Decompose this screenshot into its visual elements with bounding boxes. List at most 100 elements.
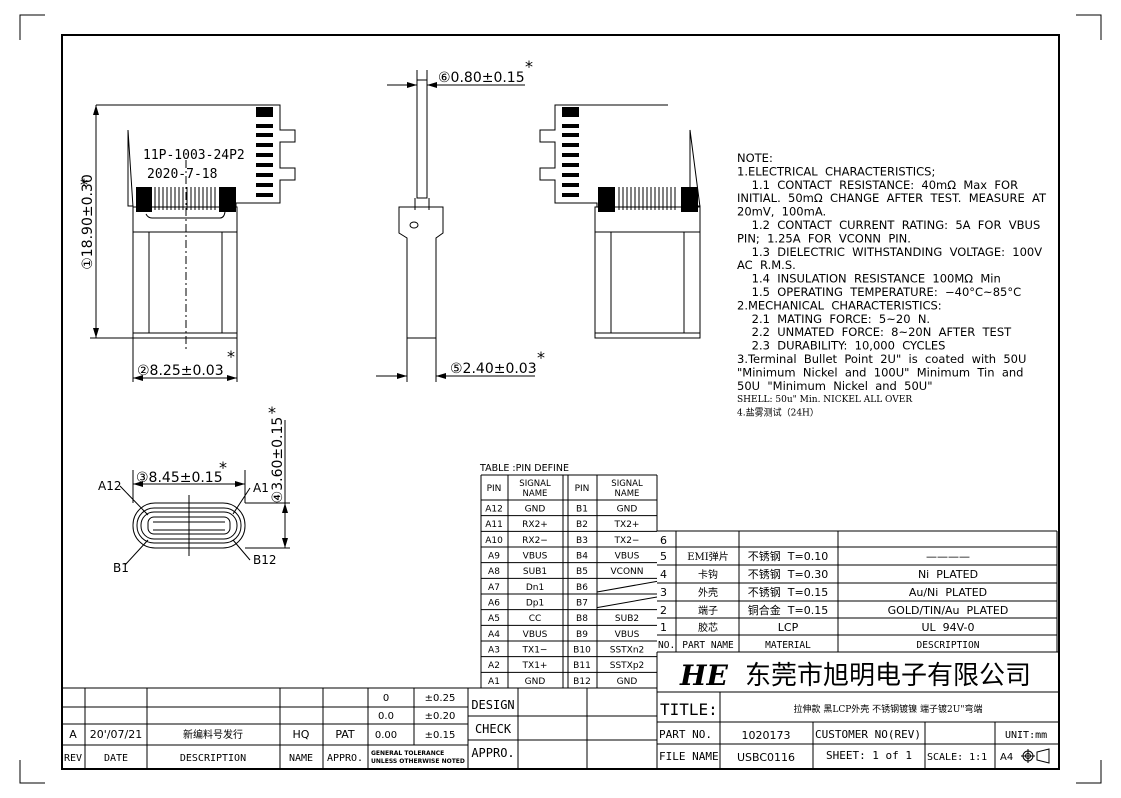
pin-cell: B2 [576, 520, 588, 530]
part-name-cell: 端子 [698, 604, 718, 617]
note-line: 1.1 CONTACT RESISTANCE: 40mΩ Max FOR [737, 178, 1018, 192]
title-block: HE 东莞市旭明电子有限公司 TITLE: 拉伸款 黑LCP外壳 不锈钢镀镍 端… [656, 651, 1059, 769]
note-line: 1.3 DIELECTRIC WITHSTANDING VOLTAGE: 100… [737, 245, 1042, 259]
signal-name-header: SIGNAL [611, 479, 643, 489]
tolerance-value: ±0.15 [425, 730, 456, 741]
unit-label: UNIT:mm [1005, 730, 1047, 741]
critical-mark: * [537, 348, 545, 367]
material-cell: 不锈钢 T=0.15 [748, 586, 828, 599]
material-cell: LCP [778, 621, 799, 634]
signal-name-cell: SSTXp2 [610, 661, 645, 671]
approval-block: DESIGN CHECK APPRO. [467, 687, 657, 769]
pin-cell: B6 [576, 583, 588, 593]
pin-cell: B9 [576, 630, 588, 640]
pin-cell: A5 [488, 614, 500, 624]
title-label: TITLE: [660, 700, 718, 719]
empty-cell-slash [596, 580, 658, 609]
rev-entry-date: 20'/07/21 [90, 728, 142, 741]
rear-view [539, 104, 701, 339]
rev-entry-appro: PAT [335, 728, 355, 741]
note-line: PIN; 1.25A FOR VCONN PIN. [737, 231, 911, 245]
material-cell: 不锈钢 T=0.30 [748, 568, 828, 581]
critical-mark: * [525, 57, 533, 76]
part-no-cell: 6 [660, 534, 667, 547]
pin-cell: A12 [485, 505, 503, 515]
pin-cell: B8 [576, 614, 588, 624]
note-line: INITIAL. 50mΩ CHANGE AFTER TEST. MEASURE… [737, 191, 1047, 205]
dim-05-width: ⑤2.40±0.03 [450, 361, 537, 377]
pin-cell: A10 [485, 536, 503, 546]
note-line: 1.ELECTRICAL CHARACTERISTICS; [737, 164, 935, 178]
rev-entry-name: HQ [293, 728, 310, 741]
pin-header: PIN [487, 484, 502, 494]
description-cell: Au/Ni PLATED [909, 586, 987, 599]
signal-name-cell: Dn1 [526, 583, 544, 593]
note-line: 1.4 INSULATION RESISTANCE 100MΩ Min [737, 272, 1001, 286]
title-value: 拉伸款 黑LCP外壳 不锈钢镀镍 端子镀2U"弯端 [794, 703, 983, 715]
pin-cell: A7 [488, 583, 500, 593]
dim-02-width: ②8.25±0.03 [137, 363, 224, 379]
date-header: DATE [104, 753, 128, 764]
pin-cell: B10 [573, 646, 591, 656]
notes-block: NOTE:1.ELECTRICAL CHARACTERISTICS; 1.1 C… [737, 151, 1047, 419]
file-name-value: USBC0116 [737, 751, 795, 764]
note-line: 2.1 MATING FORCE: 5~20 N. [737, 312, 930, 326]
pin-cell: B7 [576, 599, 588, 609]
note-line: 2.MECHANICAL CHARACTERISTICS: [737, 298, 942, 312]
note-line: 1.5 OPERATING TEMPERATURE: −40°C~85°C [737, 285, 1021, 299]
projection-symbol-icon [1021, 748, 1050, 764]
tolerance-note: GENERAL TOLERANCE [371, 750, 444, 757]
part-no-cell: 4 [660, 568, 667, 581]
pin-cell: A2 [488, 661, 500, 671]
note-line: 20mV, 100mA. [737, 205, 826, 219]
signal-name-cell: VBUS [523, 552, 548, 562]
sheet-number: SHEET: 1 of 1 [826, 749, 912, 762]
part-no-cell: 1 [660, 621, 667, 634]
pin-header: PIN [575, 484, 590, 494]
part-name-cell: 外壳 [698, 586, 718, 599]
signal-name-cell: VBUS [615, 552, 640, 562]
signal-name-header: NAME [615, 489, 640, 499]
note-line: NOTE: [737, 151, 773, 165]
pin-cell: A4 [488, 630, 500, 640]
description-cell: Ni PLATED [918, 568, 978, 581]
pin-label-b12: B12 [253, 553, 277, 567]
dim-06-thickness: ⑥0.80±0.15 [438, 70, 525, 86]
signal-name-cell: GND [617, 505, 638, 515]
note-line: "Minimum Nickel and 100U" Minimum Tin an… [737, 365, 1023, 379]
note-line: 2.2 UNMATED FORCE: 8~20N AFTER TEST [737, 325, 1012, 339]
paper-size: A4 [1000, 752, 1013, 763]
customer-no-label: CUSTOMER NO(REV) [815, 728, 921, 741]
check-label: CHECK [475, 722, 512, 736]
pin-table-title: TABLE :PIN DEFINE [479, 463, 569, 474]
signal-name-cell: TX1− [522, 646, 548, 656]
pin-cell: B5 [576, 567, 588, 577]
revision-block: 0 ±0.25 0.0 ±0.20 0.00 ±0.15 GENERAL TOL… [62, 687, 468, 769]
description-cell: UL 94V-0 [921, 621, 974, 634]
signal-name-cell: VBUS [523, 630, 548, 640]
note-line: 2.3 DURABILITY: 10,000 CYCLES [737, 339, 945, 353]
critical-mark: * [268, 403, 276, 422]
part-no-value: 1020173 [742, 729, 791, 742]
rev-entry-rev: A [69, 728, 77, 741]
signal-name-header: SIGNAL [519, 479, 551, 489]
company-logo: HE [679, 659, 728, 692]
part-name-cell: 卡钩 [698, 568, 718, 581]
note-line: 1.2 CONTACT CURRENT RATING: 5A FOR VBUS [737, 218, 1040, 232]
sheet-corner-marks [19, 14, 1102, 784]
name-header: NAME [289, 753, 313, 764]
signal-name-cell: CC [529, 614, 542, 624]
pin-cell: B4 [576, 552, 588, 562]
pin-cell: B11 [573, 661, 591, 671]
file-name-label: FILE NAME [659, 750, 719, 763]
side-view: ⑥0.80±0.15 * ⑤2.40±0.03 * [376, 57, 545, 382]
part-name-cell: EMI弹片 [687, 550, 729, 563]
description-cell: GOLD/TIN/Au PLATED [888, 604, 1009, 617]
tolerance-note: UNLESS OTHERWISE NOTED [371, 758, 465, 765]
signal-name-cell: VCONN [611, 567, 644, 577]
note-line: 3.Terminal Bullet Point 2U" is coated wi… [737, 352, 1026, 366]
signal-name-cell: RX2+ [522, 520, 548, 530]
front-view: 11P-1003-24P2 2020-7-18 ①18.90±0.30 * ②8… [80, 104, 296, 382]
tolerance-precision: 0.0 [378, 711, 394, 722]
